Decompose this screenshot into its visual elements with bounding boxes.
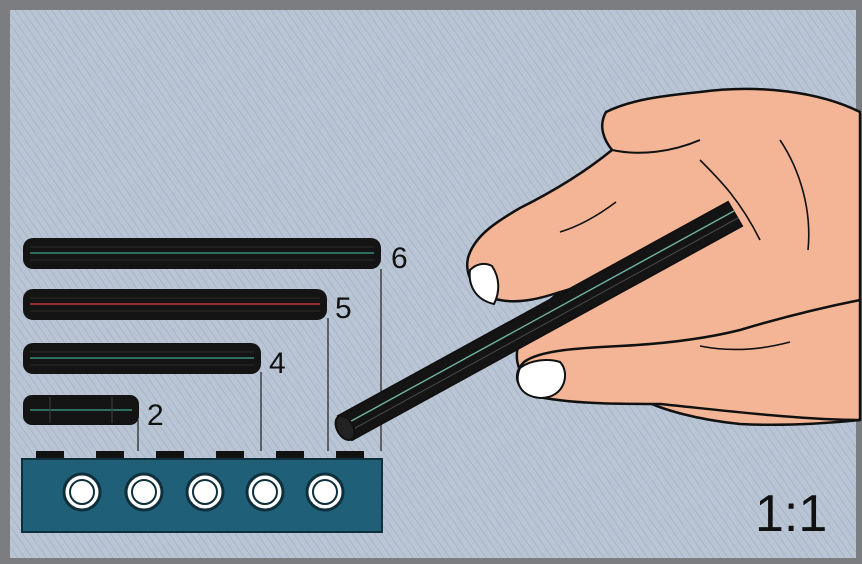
axle-2 (23, 395, 139, 425)
technic-beam (21, 451, 383, 533)
axle-5 (23, 289, 327, 320)
axle-label-6: 6 (391, 242, 408, 275)
axle-label-4: 4 (269, 347, 286, 380)
thumb (515, 298, 862, 422)
axle-6 (23, 238, 381, 269)
axle-label-5: 5 (335, 292, 352, 325)
axle-4 (23, 343, 261, 374)
scale-label: 1:1 (755, 485, 827, 543)
axle-label-2: 2 (147, 399, 164, 432)
held-axle (334, 200, 744, 442)
